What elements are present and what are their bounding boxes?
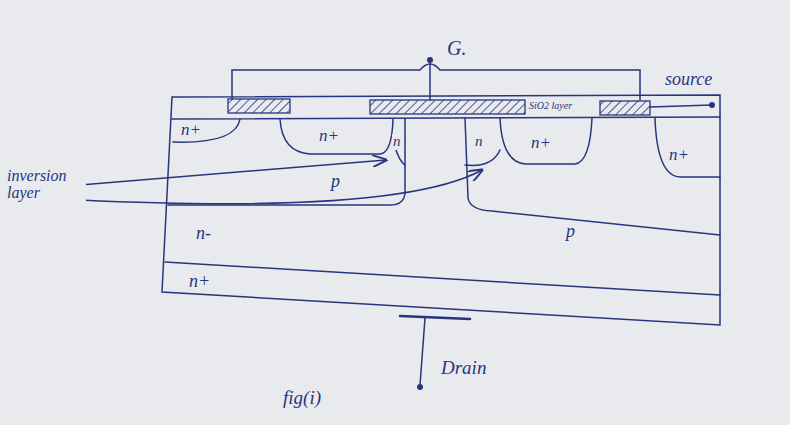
- region-label: n+: [318, 127, 340, 145]
- region-label: n+: [188, 272, 211, 291]
- figure-caption: fig(i): [282, 388, 322, 408]
- layer-label: SiO2 layer: [528, 101, 573, 112]
- terminal-label: G.: [446, 38, 467, 59]
- region-label: n: [474, 134, 484, 150]
- terminal-label: Drain: [440, 358, 487, 378]
- region-label: p: [330, 172, 341, 191]
- region-label: n+: [180, 121, 202, 139]
- region-label: n+: [530, 134, 552, 152]
- region-label: n+: [668, 146, 690, 164]
- region-label: n-: [195, 224, 212, 243]
- callout-label: inversion layer: [6, 168, 86, 202]
- terminal-label: source: [664, 70, 713, 89]
- region-label: p: [565, 222, 576, 241]
- region-label: n: [392, 134, 402, 150]
